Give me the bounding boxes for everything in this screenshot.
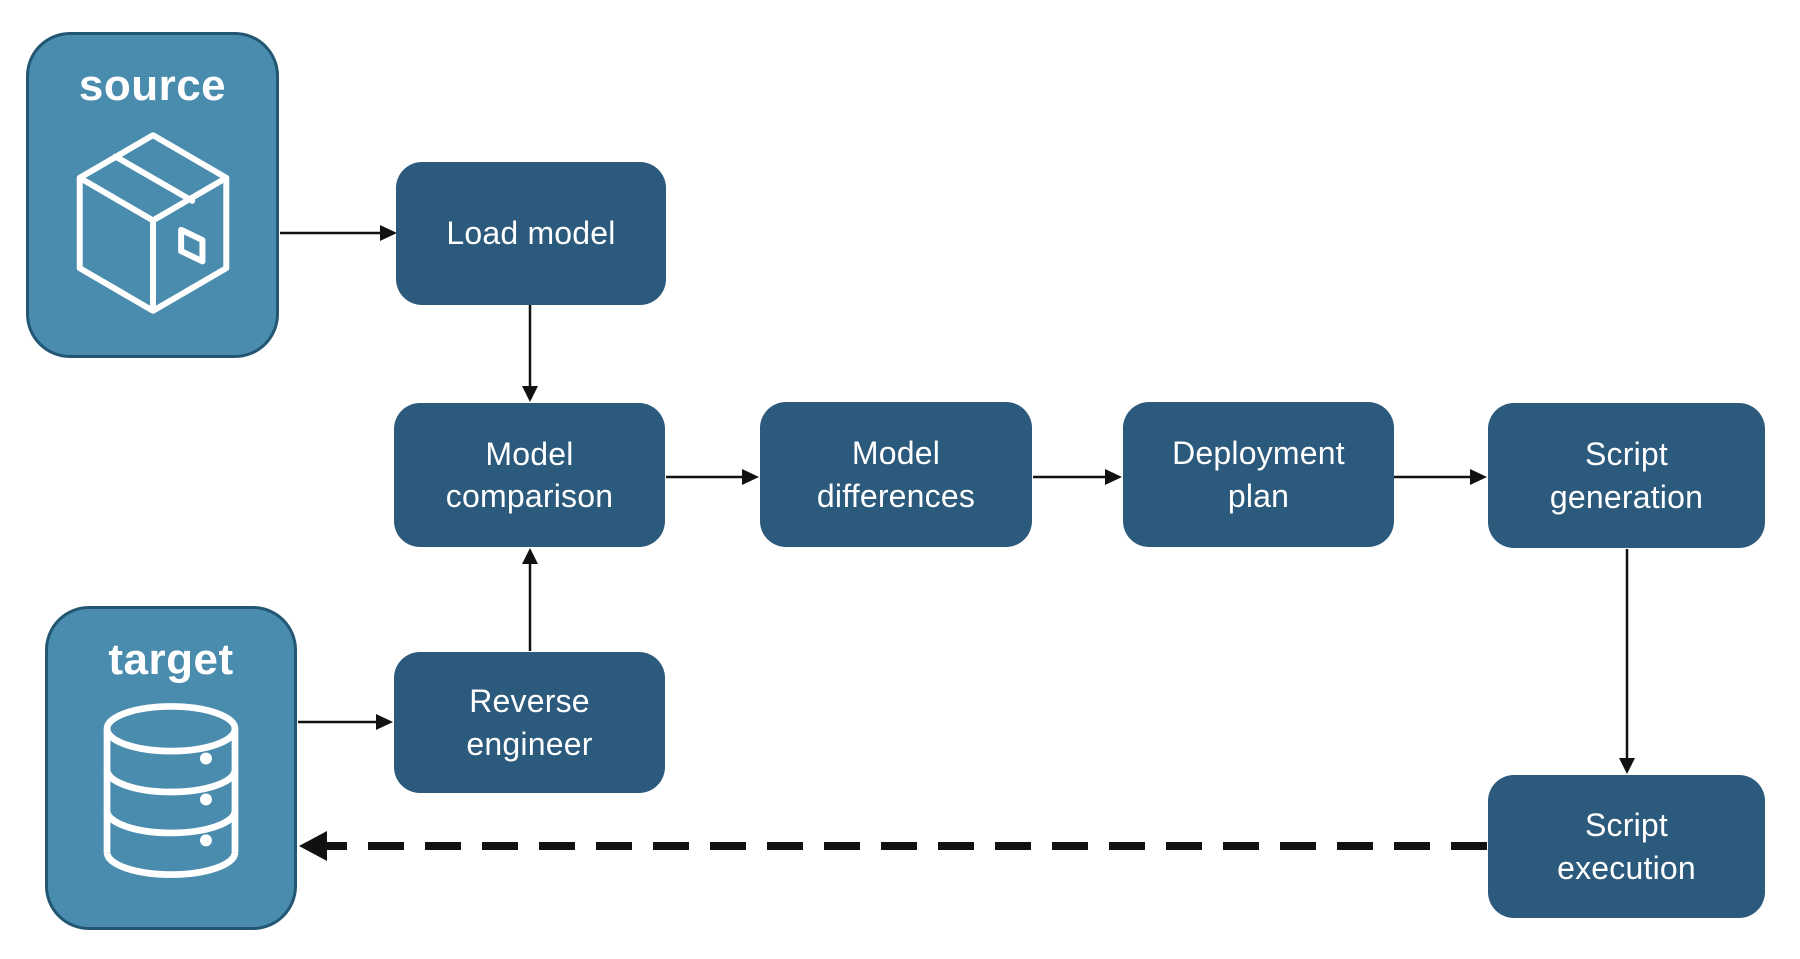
load-model-label: Load model bbox=[446, 215, 616, 252]
database-icon bbox=[95, 699, 247, 885]
edge-model-differences-to-deployment-plan bbox=[1033, 469, 1122, 485]
source-label: source bbox=[78, 61, 227, 110]
node-script-execution: Script execution bbox=[1488, 775, 1765, 918]
edge-reverse-engineer-to-model-comparison bbox=[522, 548, 538, 651]
edge-load-model-to-model-comparison bbox=[522, 305, 538, 402]
node-script-generation: Script generation bbox=[1488, 403, 1765, 548]
reverse-engineer-label: Reverse engineer bbox=[466, 683, 593, 762]
script-execution-label: Script execution bbox=[1557, 807, 1696, 886]
edge-target-to-reverse-engineer bbox=[298, 714, 393, 730]
model-comparison-label: Model comparison bbox=[445, 435, 614, 514]
edge-script-generation-to-script-execution bbox=[1619, 549, 1635, 774]
edge-source-to-load-model bbox=[280, 225, 397, 241]
edge-script-execution-to-target bbox=[299, 831, 1487, 861]
model-differences-label: Model differences bbox=[816, 435, 976, 514]
edge-model-comparison-to-model-differences bbox=[666, 469, 759, 485]
node-target: target bbox=[45, 606, 297, 930]
script-generation-label: Script generation bbox=[1549, 436, 1704, 515]
node-source: source bbox=[26, 32, 279, 358]
target-label: target bbox=[108, 635, 234, 684]
deployment-plan-label: Deployment plan bbox=[1172, 435, 1345, 514]
node-model-comparison: Model comparison bbox=[394, 403, 665, 547]
edge-deployment-plan-to-script-generation bbox=[1394, 469, 1487, 485]
node-model-differences: Model differences bbox=[760, 402, 1032, 547]
package-icon bbox=[64, 125, 242, 321]
node-load-model: Load model bbox=[396, 162, 666, 305]
node-deployment-plan: Deployment plan bbox=[1123, 402, 1394, 547]
node-reverse-engineer: Reverse engineer bbox=[394, 652, 665, 793]
